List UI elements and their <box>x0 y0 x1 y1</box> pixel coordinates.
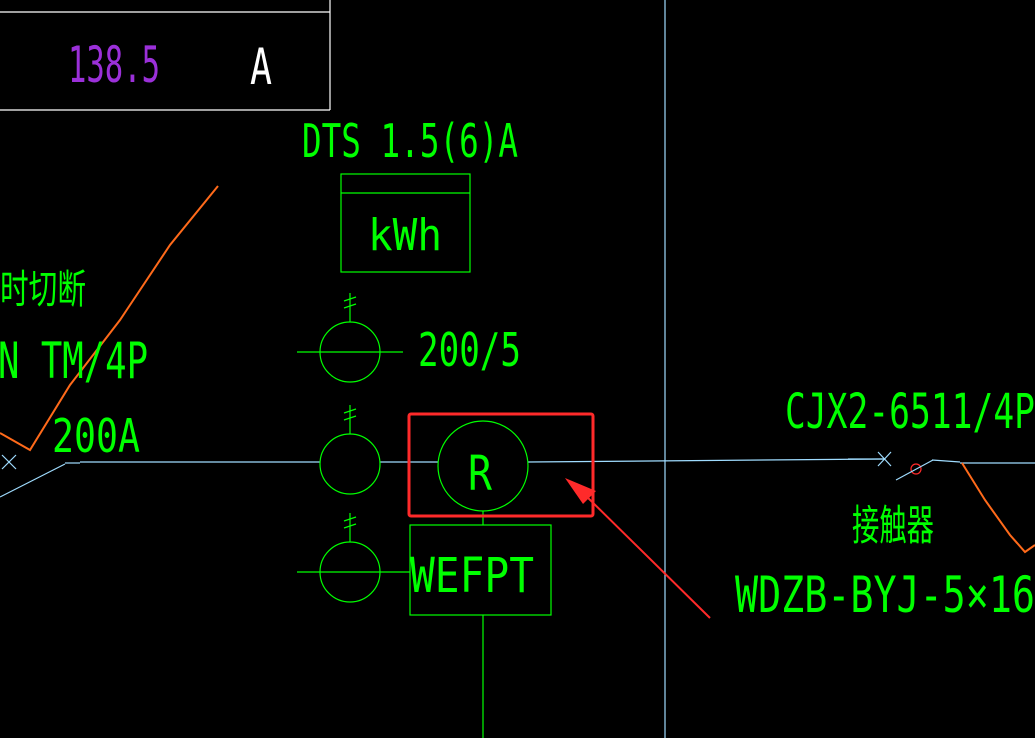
current-readout-box: 138.5 A <box>0 0 331 111</box>
meter-unit-label: kWh <box>368 210 442 261</box>
breaker-model-label: N TM/4P <box>0 332 148 390</box>
module-label: WEFPT <box>410 548 534 604</box>
red-highlight-rectangle <box>407 412 595 518</box>
orange-cable-line-left <box>0 185 219 452</box>
relay-label: R <box>468 446 492 502</box>
contactor-name-label: 接触器 <box>852 501 934 550</box>
current-transformer-symbol-top <box>297 293 403 383</box>
current-unit: A <box>250 38 272 96</box>
cable-spec-label: WDZB-BYJ-5×16 <box>735 566 1035 624</box>
current-transformer-symbol-bottom <box>297 513 410 603</box>
orange-cable-line-right <box>961 462 1035 554</box>
ct-ratio-label: 200/5 <box>418 323 521 377</box>
cut-off-label: 时切断 <box>0 267 86 313</box>
red-arrow-icon <box>565 478 711 619</box>
contactor-contact-symbol <box>895 459 934 481</box>
energy-meter-box: kWh <box>340 173 471 273</box>
meter-model-label: DTS 1.5(6)A <box>302 114 518 168</box>
current-transformer-symbol-middle <box>319 405 381 495</box>
wefpt-module-box: WEFPT <box>409 524 552 616</box>
current-value: 138.5 <box>68 36 160 94</box>
breaker-rating-label: 200A <box>52 409 140 463</box>
switch-cross-mark-left <box>1 454 17 470</box>
switch-cross-mark-right <box>877 451 892 467</box>
contactor-model-label: CJX2-6511/4P <box>785 384 1035 440</box>
main-bus-line <box>0 458 1035 498</box>
